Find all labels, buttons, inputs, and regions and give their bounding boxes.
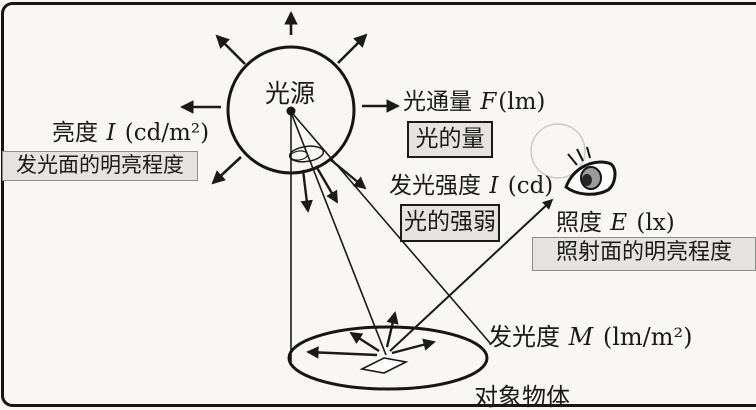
eye-lashes (567, 146, 591, 166)
label-flux-prefix: 光通量 (403, 89, 480, 115)
label-exitance-unit: (lm/m²) (595, 323, 693, 351)
label-luminance-symbol: I (106, 120, 116, 146)
light-ray-arrow-1 (300, 169, 313, 213)
label-light-source: 光源 (265, 79, 316, 108)
light-cone-line-right (292, 113, 491, 344)
note-illuminance: 照射面的明亮程度 (532, 237, 756, 271)
eye-icon (564, 146, 617, 196)
label-object: 对象物体 (474, 383, 570, 410)
label-flux-unit: (lm) (498, 89, 546, 115)
exitance-arrow-up (385, 311, 399, 348)
exitance-arrow-left (306, 346, 378, 359)
label-luminous-exitance: 发光度 M (lm/m²) (488, 324, 692, 350)
label-illuminance-prefix: 照度 (556, 210, 610, 236)
light-ray-arrow-3 (330, 159, 367, 190)
label-illuminance: 照度 E (lx) (556, 210, 675, 236)
label-luminance-prefix: 亮度 (52, 120, 106, 146)
label-illuminance-symbol: E (610, 210, 628, 236)
label-luminous-flux: 光通量 F(lm) (403, 89, 546, 115)
label-illuminance-unit: (lx) (629, 210, 675, 236)
label-exitance-prefix: 发光度 (488, 323, 568, 351)
surface-patch (359, 357, 409, 374)
exitance-arrow-up-left (349, 331, 380, 353)
label-luminous-intensity: 发光强度 I (cd) (389, 173, 554, 199)
exitance-arrows (306, 311, 436, 359)
object-ellipse (287, 325, 489, 391)
label-luminance: 亮度 I (cd/m²) (52, 120, 210, 146)
label-flux-symbol: F (480, 89, 497, 115)
radiating-arrow-down-left (211, 156, 242, 185)
label-intensity-unit: (cd) (500, 173, 554, 199)
light-source-dot (286, 106, 296, 116)
radiating-arrow-up-left (215, 34, 246, 65)
label-exitance-symbol: M (568, 323, 594, 351)
exitance-arrow-right (391, 338, 436, 355)
label-intensity-prefix: 发光强度 (389, 173, 489, 199)
observer-circle (530, 123, 586, 179)
label-luminance-unit: (cd/m²) (117, 120, 210, 146)
note-flux: 光的量 (407, 121, 493, 158)
solid-angle-marker (288, 145, 325, 163)
solid-angle-outer-ellipse (288, 145, 325, 163)
solid-angle-inner-ellipse (289, 150, 309, 161)
radiating-arrow-up-right (337, 33, 368, 64)
note-luminance: 发光面的明亮程度 (2, 151, 198, 181)
note-intensity: 光的强弱 (400, 204, 500, 242)
illuminance-arrow (389, 198, 554, 352)
label-intensity-symbol: I (489, 173, 499, 199)
eye-pupil (582, 174, 592, 186)
light-ray-arrow-2 (314, 165, 339, 204)
radiating-arrows (179, 10, 401, 185)
